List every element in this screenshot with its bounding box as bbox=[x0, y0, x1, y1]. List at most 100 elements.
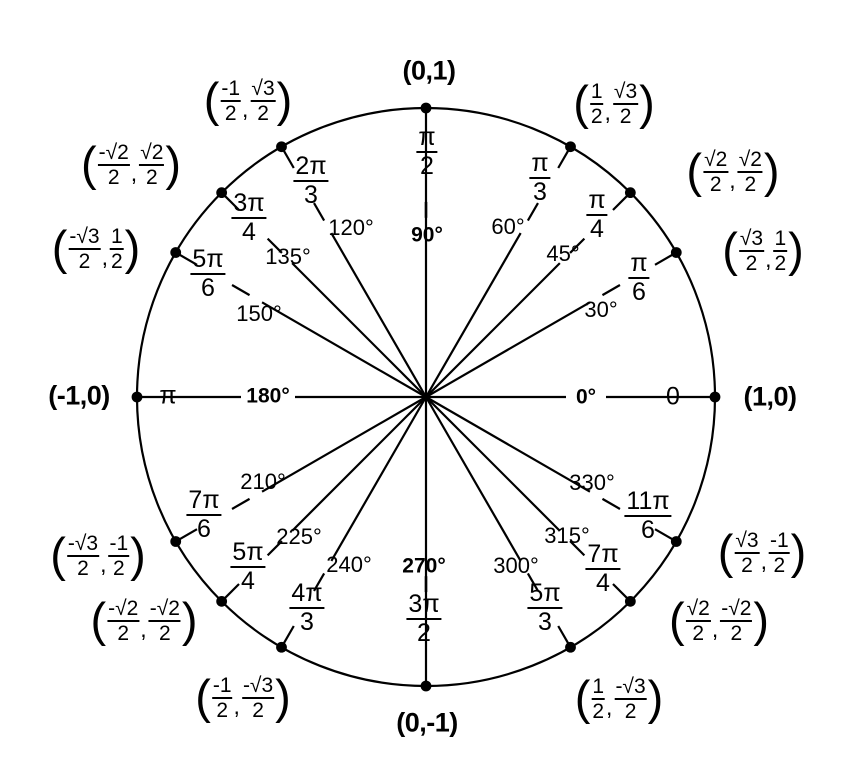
right-parenthesis: ) bbox=[753, 592, 770, 646]
comma: , bbox=[765, 246, 772, 272]
degree-label-deg-240: 240° bbox=[326, 552, 372, 577]
fraction-denominator: 2 bbox=[420, 152, 434, 180]
fraction-denominator: 2 bbox=[145, 166, 158, 189]
comma: , bbox=[606, 694, 613, 720]
fraction-numerator: 3π bbox=[231, 189, 267, 219]
rim-point-90deg bbox=[420, 102, 432, 114]
rim-tick-240deg bbox=[282, 625, 295, 645]
rim-point-135deg bbox=[216, 187, 228, 199]
degree-label-deg-60: 60° bbox=[491, 214, 525, 239]
connector-tick-240deg bbox=[313, 572, 326, 592]
axis-coordinate-top: (0,1) bbox=[402, 55, 456, 86]
rim-point-30deg bbox=[670, 247, 682, 258]
fraction-numerator: √3 bbox=[250, 77, 276, 102]
rim-tick-315deg bbox=[612, 583, 629, 600]
fraction-denominator: 2 bbox=[158, 622, 171, 645]
spoke-315deg bbox=[425, 396, 561, 532]
fraction-denominator: 2 bbox=[774, 252, 787, 275]
rim-tick-135deg bbox=[223, 194, 240, 211]
fraction-numerator: -1 bbox=[211, 674, 233, 699]
comma: , bbox=[140, 616, 147, 642]
rim-tick-225deg bbox=[223, 583, 240, 600]
connector-tick-30deg bbox=[601, 284, 621, 297]
connector-tick-210deg bbox=[231, 497, 251, 510]
fraction-denominator: 2 bbox=[619, 105, 632, 128]
fraction-denominator: 2 bbox=[692, 622, 705, 645]
circle-geometry bbox=[131, 102, 721, 692]
rim-tick-210deg bbox=[178, 528, 198, 541]
spoke-30deg bbox=[425, 301, 591, 398]
rim-point-315deg bbox=[624, 595, 636, 607]
fraction-numerator: -√2 bbox=[720, 597, 753, 622]
fraction-denominator: 6 bbox=[197, 515, 211, 543]
right-parenthesis: ) bbox=[647, 670, 664, 724]
right-parenthesis: ) bbox=[130, 527, 146, 581]
right-parenthesis: ) bbox=[790, 524, 807, 578]
degree-label-deg-330: 330° bbox=[569, 470, 615, 495]
left-parenthesis: ( bbox=[722, 222, 738, 276]
comma: , bbox=[729, 167, 736, 193]
rim-tick-30deg bbox=[654, 253, 674, 266]
fraction-numerator: -√2 bbox=[148, 597, 181, 622]
connector-tick-300deg bbox=[526, 572, 539, 592]
spoke-300deg bbox=[425, 396, 522, 562]
spoke-135deg bbox=[291, 262, 427, 398]
fraction-numerator: √3 bbox=[738, 227, 765, 252]
fraction-numerator: π bbox=[416, 123, 438, 153]
degree-label-deg-30: 30° bbox=[584, 297, 618, 322]
comma: , bbox=[711, 616, 719, 642]
fraction-denominator: 2 bbox=[744, 173, 757, 196]
fraction-denominator: 2 bbox=[773, 554, 786, 577]
fraction-numerator: 7π bbox=[186, 486, 222, 516]
rim-tick-330deg bbox=[654, 528, 674, 541]
rim-point-45deg bbox=[624, 187, 636, 199]
fraction-denominator: 2 bbox=[112, 557, 125, 580]
fraction-denominator: 2 bbox=[216, 699, 229, 722]
right-parenthesis: ) bbox=[124, 220, 141, 274]
fraction-denominator: 2 bbox=[592, 700, 605, 723]
fraction-denominator: 6 bbox=[201, 274, 215, 302]
left-parenthesis: ( bbox=[686, 143, 703, 197]
degree-label-deg-150: 150° bbox=[236, 301, 282, 326]
rim-tick-45deg bbox=[612, 194, 629, 211]
connector-tick-330deg bbox=[601, 497, 621, 510]
rim-point-120deg bbox=[276, 141, 287, 153]
fraction-denominator: 6 bbox=[641, 516, 655, 544]
fraction-denominator: 2 bbox=[107, 166, 120, 189]
degree-label-deg-0: 0° bbox=[575, 385, 597, 409]
fraction-numerator: π bbox=[586, 186, 608, 216]
fraction-numerator: √2 bbox=[685, 597, 711, 622]
fraction-numerator: 5π bbox=[527, 579, 563, 609]
rim-point-210deg bbox=[170, 536, 182, 547]
fraction-denominator: 2 bbox=[709, 173, 722, 196]
axis-radian-pi: π bbox=[159, 381, 177, 410]
spoke-60deg bbox=[425, 232, 522, 398]
axis-coordinate-left: (-1,0) bbox=[48, 380, 110, 411]
connector-tick-150deg bbox=[231, 284, 251, 297]
